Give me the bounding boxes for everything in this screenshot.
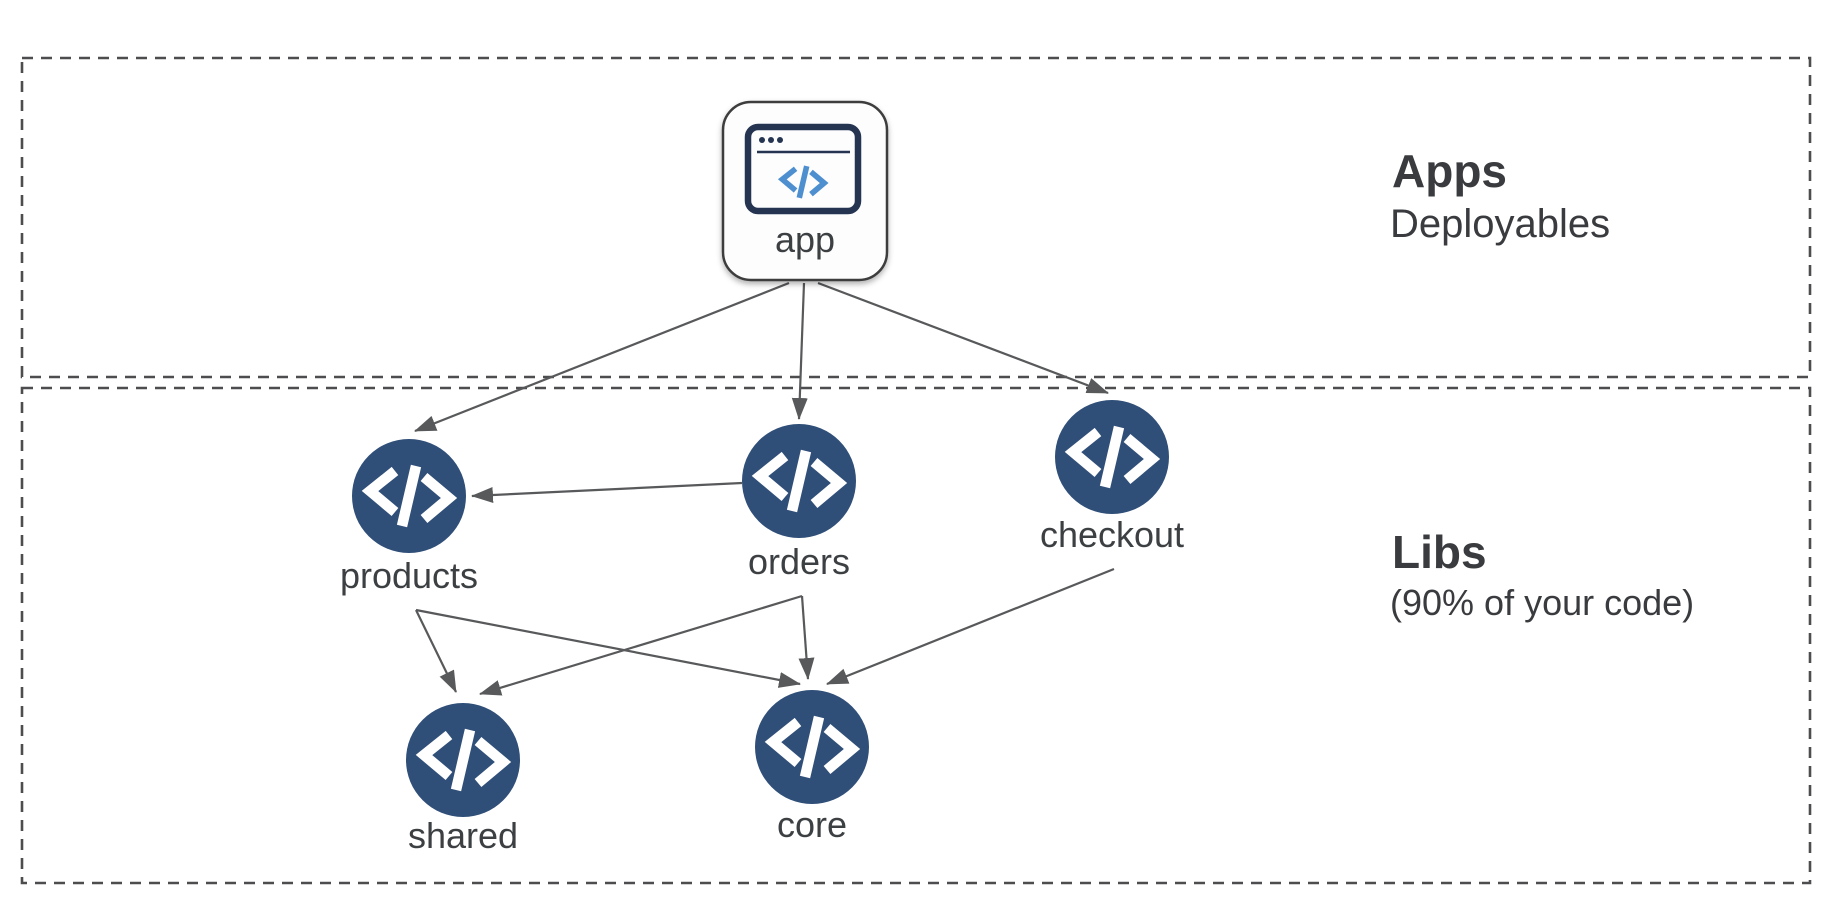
edge-app-orders xyxy=(791,282,808,420)
node-shared: shared xyxy=(406,703,520,856)
node-products: products xyxy=(340,439,478,596)
app-node-label: app xyxy=(775,219,835,260)
libs-section-box xyxy=(20,386,1812,885)
edge-products-core xyxy=(415,608,801,688)
apps-section-box xyxy=(20,56,1812,379)
shared-node-label: shared xyxy=(408,815,518,856)
products-node-label: products xyxy=(340,555,478,596)
edge-orders-shared xyxy=(479,594,803,696)
edge-orders-products xyxy=(471,481,743,503)
edge-app-checkout xyxy=(817,281,1109,395)
libs-section-subtitle: (90% of your code) xyxy=(1390,582,1694,623)
apps-section-title: Apps xyxy=(1392,145,1507,197)
edge-checkout-core xyxy=(826,567,1115,686)
apps-section-subtitle: Deployables xyxy=(1390,202,1610,246)
edge-orders-core xyxy=(798,595,815,680)
libs-section-title: Libs xyxy=(1392,526,1487,578)
browser-code-icon xyxy=(744,123,862,215)
node-app: app xyxy=(721,100,889,282)
node-core: core xyxy=(755,690,869,845)
checkout-node-label: checkout xyxy=(1040,514,1184,555)
node-orders: orders xyxy=(742,424,856,582)
app-node-box xyxy=(721,100,889,282)
edge-products-shared xyxy=(415,609,457,693)
core-node-label: core xyxy=(777,804,847,845)
edges xyxy=(414,281,1115,696)
node-checkout: checkout xyxy=(1040,400,1184,555)
orders-node-label: orders xyxy=(748,541,850,582)
edge-app-products xyxy=(414,281,790,433)
